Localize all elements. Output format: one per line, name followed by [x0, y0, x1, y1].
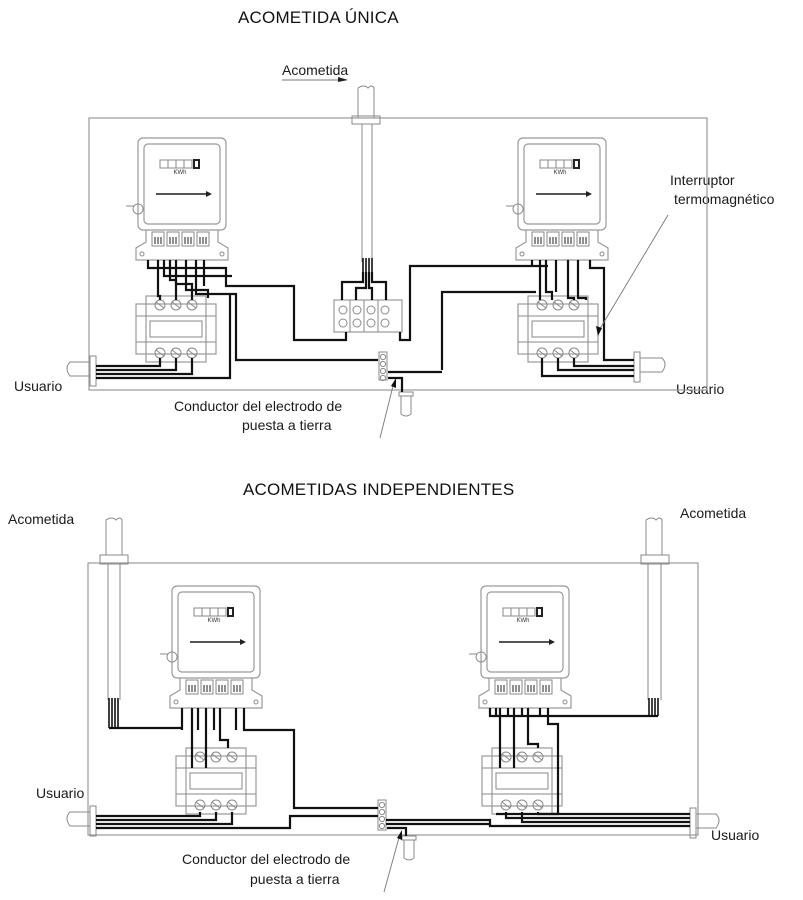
- energy-meter-left: [159, 585, 263, 709]
- independent-services-diagram: KWh KWh: [66, 517, 720, 893]
- breaker-left: [135, 295, 217, 363]
- feed-wires: [340, 272, 388, 300]
- meter-unit-label: KWh: [173, 170, 186, 176]
- user-conduit-left: [66, 805, 97, 837]
- ground-leader: [379, 381, 395, 439]
- meter-unit-label: KWh: [516, 618, 529, 624]
- user-conduit-right: [689, 807, 720, 839]
- label-ground-conductor-line2: puesta a tierra: [250, 871, 340, 887]
- label-service-entry: Acometida: [282, 62, 349, 78]
- label-breaker-line2: termomagnético: [674, 191, 775, 207]
- diagram-title-single-service: ACOMETIDA ÚNICA: [238, 8, 399, 27]
- ground-leader: [383, 833, 401, 893]
- service-entry-conduit: [351, 85, 381, 272]
- left-user-wires: [96, 812, 378, 830]
- label-user-right: Usuario: [711, 827, 760, 843]
- ground-bar: [378, 351, 388, 382]
- label-service-entry-right: Acometida: [680, 505, 747, 521]
- diagram-title-independent-services: ACOMETIDAS INDEPENDIENTES: [243, 480, 515, 499]
- energy-meter-right: [468, 585, 572, 709]
- energy-meter-right: [505, 137, 609, 261]
- ground-bar: [377, 799, 387, 831]
- distribution-block: [333, 299, 403, 333]
- breaker-right: [481, 747, 563, 815]
- right-user-wires: [540, 358, 634, 378]
- label-ground-conductor-line2: puesta a tierra: [242, 417, 332, 433]
- label-service-entry-left: Acometida: [8, 511, 75, 527]
- user-conduit-left: [66, 355, 97, 387]
- label-user-left: Usuario: [14, 378, 63, 394]
- service-entry-conduit-right: [640, 517, 670, 716]
- breaker-left: [175, 747, 257, 815]
- enclosure: [87, 562, 699, 836]
- left-user-wires: [96, 294, 232, 380]
- enclosure: [88, 117, 708, 391]
- single-service-diagram: KWh KWh: [66, 77, 708, 439]
- energy-meter-left: [125, 137, 229, 261]
- label-user-right: Usuario: [676, 381, 725, 397]
- breaker-leader: [597, 214, 669, 333]
- left-meter-wires: [146, 260, 378, 362]
- ground-electrode: [401, 835, 417, 861]
- left-meter-wires: [109, 708, 378, 810]
- meter-unit-label: KWh: [553, 170, 566, 176]
- ground-electrode: [398, 391, 414, 417]
- label-ground-conductor-line1: Conductor del electrodo de: [174, 398, 343, 414]
- label-breaker-line1: Interruptor: [670, 172, 735, 188]
- arrow-icon: [338, 77, 348, 82]
- service-entry-conduit-left: [99, 517, 129, 728]
- user-conduit-right: [633, 351, 666, 383]
- meter-unit-label: KWh: [207, 618, 220, 624]
- right-meter-wires: [488, 708, 658, 816]
- breaker-right: [517, 295, 599, 363]
- label-user-left: Usuario: [36, 785, 85, 801]
- right-meter-wires: [388, 260, 634, 374]
- right-user-wires: [386, 812, 690, 828]
- label-ground-conductor-line1: Conductor del electrodo de: [182, 851, 351, 867]
